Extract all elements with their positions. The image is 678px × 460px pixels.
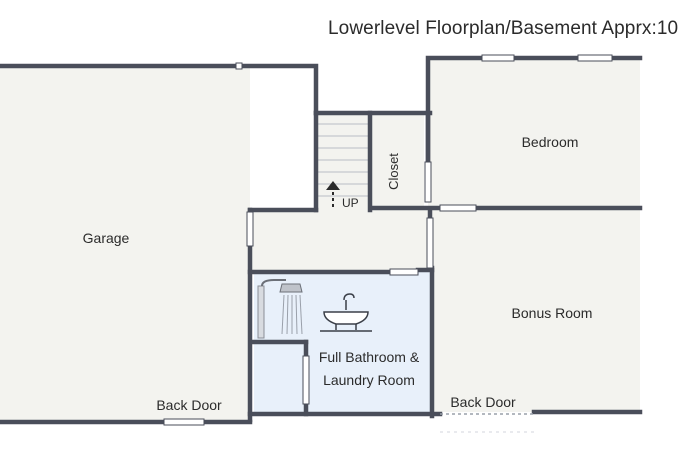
closet-floor <box>372 113 424 210</box>
floor-areas <box>0 58 640 422</box>
bonus-floor <box>432 210 640 412</box>
room-label-closet: Closet <box>385 153 401 190</box>
bedroom-floor <box>428 58 640 208</box>
room-label-bonus-room: Bonus Room <box>511 305 593 321</box>
stairs-up-label: UP <box>342 196 359 210</box>
garage-floor <box>0 66 250 422</box>
stair-treads <box>318 123 368 197</box>
stairs-floor <box>316 113 372 210</box>
room-label-bedroom: Bedroom <box>521 134 579 150</box>
shower-icon <box>257 279 303 339</box>
room-label-bathroom-line2: Laundry Room <box>323 372 415 388</box>
plan-title: Lowerlevel Floorplan/Basement Apprx:10 <box>328 18 678 39</box>
window-garage-top <box>235 62 243 70</box>
floorplan-drawing <box>0 54 643 433</box>
sink-icon <box>320 293 372 332</box>
bath-small-door <box>302 355 310 405</box>
closet-door <box>424 161 432 203</box>
bonus-door <box>426 217 434 269</box>
hall-garage-door <box>246 211 254 247</box>
walls <box>0 55 643 425</box>
room-label-bathroom-line1: Full Bathroom & <box>318 349 420 365</box>
room-label-bathroom: Full Bathroom & Laundry Room <box>319 346 419 392</box>
window-top-left <box>481 54 515 62</box>
bedroom-door <box>439 204 477 212</box>
floorplan-canvas: Lowerlevel Floorplan/Basement Apprx:10 G… <box>0 18 678 433</box>
bath-door <box>389 268 419 276</box>
hall-floor <box>250 210 430 270</box>
back-door-left-label: Back Door <box>156 397 222 413</box>
arrow-up-icon <box>326 181 340 207</box>
garage-door-frame <box>163 418 205 426</box>
room-label-garage: Garage <box>82 230 130 246</box>
window-top-right <box>577 54 613 62</box>
back-door-right-label: Back Door <box>450 394 516 410</box>
doors <box>163 54 613 426</box>
